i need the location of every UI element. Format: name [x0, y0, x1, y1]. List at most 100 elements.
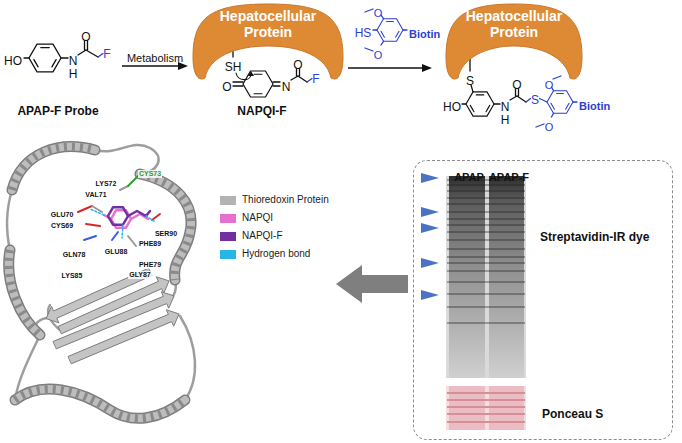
probe-structure	[24, 57, 29, 58]
residue-label: LYS85	[61, 272, 84, 280]
ponceau-strip	[447, 392, 525, 423]
protein-cartoon	[86, 224, 100, 226]
residue-label: GLU70	[50, 211, 75, 219]
atom-label: O	[545, 121, 554, 134]
atom-label: HS	[355, 23, 372, 41]
adduct-structure	[552, 113, 554, 117]
protein-cartoon	[78, 206, 92, 212]
tag-label: Biotin	[579, 96, 610, 114]
blot-image	[447, 203, 525, 205]
residue-label: SER90	[154, 230, 178, 238]
legend: Thioredoxin ProteinNAPQINAPQI-FHydrogen …	[220, 191, 329, 263]
protein-cartoon	[12, 147, 95, 190]
protein-cartoon	[152, 214, 160, 220]
napqi-structure	[233, 85, 243, 86]
lane-label: APAP-F	[489, 167, 529, 185]
blot-image	[447, 211, 525, 213]
tag-label: Biotin	[409, 28, 440, 41]
blot-image	[447, 281, 525, 283]
stain-label: Streptavidin-IR dye	[540, 227, 649, 245]
adduct-structure	[494, 103, 500, 104]
lane-label: APAP-F	[489, 171, 529, 184]
protein-cartoon	[90, 209, 104, 215]
band-marker	[421, 207, 439, 217]
blot-panel: APAP APAP-F Streptavidin-IR dyePonceau S	[413, 160, 673, 440]
protein-crescent: Hepatocellular Protein	[193, 2, 343, 82]
lane-label: APAP	[454, 171, 484, 184]
protein-cartoon	[9, 147, 191, 419]
blot-image	[447, 190, 525, 192]
band-marker	[421, 173, 439, 183]
atom-label: SH	[225, 57, 242, 75]
blot-image	[447, 262, 525, 264]
legend-swatch	[220, 250, 236, 259]
atom-label: HS	[355, 27, 372, 41]
protein-cartoon	[9, 250, 40, 335]
atom-label: N	[69, 55, 78, 69]
atom-label: O	[512, 75, 521, 93]
blot-image	[447, 179, 525, 324]
adduct-structure	[536, 124, 544, 127]
atom-label: HO	[4, 51, 22, 69]
legend-swatch	[220, 232, 236, 241]
tag-label: Biotin	[409, 24, 440, 42]
protein-label: Hepatocellular Protein	[446, 8, 582, 40]
blot-image	[489, 176, 524, 378]
blot-image	[447, 270, 525, 272]
legend-text: NAPQI-F	[242, 230, 283, 242]
tag-label: Biotin	[579, 100, 610, 113]
blot-image	[447, 293, 525, 295]
atom-label: F	[103, 48, 110, 62]
atom-label: SH	[225, 61, 242, 75]
atom-label: H	[69, 68, 78, 82]
compound-name: NAPQI-F	[237, 101, 286, 119]
legend-swatch	[220, 196, 236, 205]
legend-text: Hydrogen bond	[242, 248, 310, 260]
atom-label: H	[501, 114, 510, 128]
residue-label: VAL71	[84, 191, 107, 199]
probe-structure	[24, 41, 103, 72]
protein-cartoon	[128, 236, 136, 246]
atom-label: O	[374, 3, 383, 21]
legend-swatch	[220, 214, 236, 223]
protein-cartoon	[108, 207, 150, 224]
protein-cartoon	[9, 250, 40, 335]
napqi-structure	[273, 85, 280, 86]
protein-cartoon	[146, 216, 154, 221]
ponceau-strip	[447, 406, 525, 408]
reagent-structure	[373, 29, 377, 30]
legend-entry: Thioredoxin Protein	[220, 191, 329, 209]
adduct-structure	[462, 55, 577, 127]
adduct-structure	[553, 76, 561, 79]
reagent-structure	[381, 41, 384, 45]
atom-label: O	[374, 7, 383, 20]
legend-text: Thioredoxin Protein	[242, 194, 329, 206]
residue-label: GLN78	[62, 243, 87, 261]
reagent-structure	[377, 19, 403, 42]
blot-image	[447, 239, 525, 241]
protein-cartoon	[78, 176, 160, 246]
blot-image	[447, 256, 525, 258]
ponceau-strip	[447, 399, 525, 401]
atom-label: H	[69, 64, 78, 82]
ponceau-strip	[447, 413, 525, 415]
residue-label: GLY87	[128, 271, 152, 279]
residue-label: LYS85	[61, 264, 84, 282]
reagent-structure	[365, 48, 373, 51]
napqi-structure	[233, 81, 243, 82]
reagent-structure	[365, 9, 373, 12]
atom-label: S	[466, 71, 474, 89]
probe-structure	[78, 50, 86, 55]
residue-label: PHE79	[138, 261, 162, 269]
atom-label: HO	[4, 55, 22, 69]
adduct-structure	[540, 99, 548, 103]
atom-label: S	[466, 75, 474, 89]
protein-cartoon	[180, 316, 195, 400]
stain-label: Ponceau S	[542, 408, 603, 422]
adduct-structure	[462, 103, 466, 104]
adduct-structure	[547, 91, 573, 114]
napqi-structure	[248, 71, 254, 76]
blot-image	[447, 218, 525, 220]
residue-label: CYS73	[138, 162, 162, 180]
crescent-shape	[446, 4, 582, 79]
